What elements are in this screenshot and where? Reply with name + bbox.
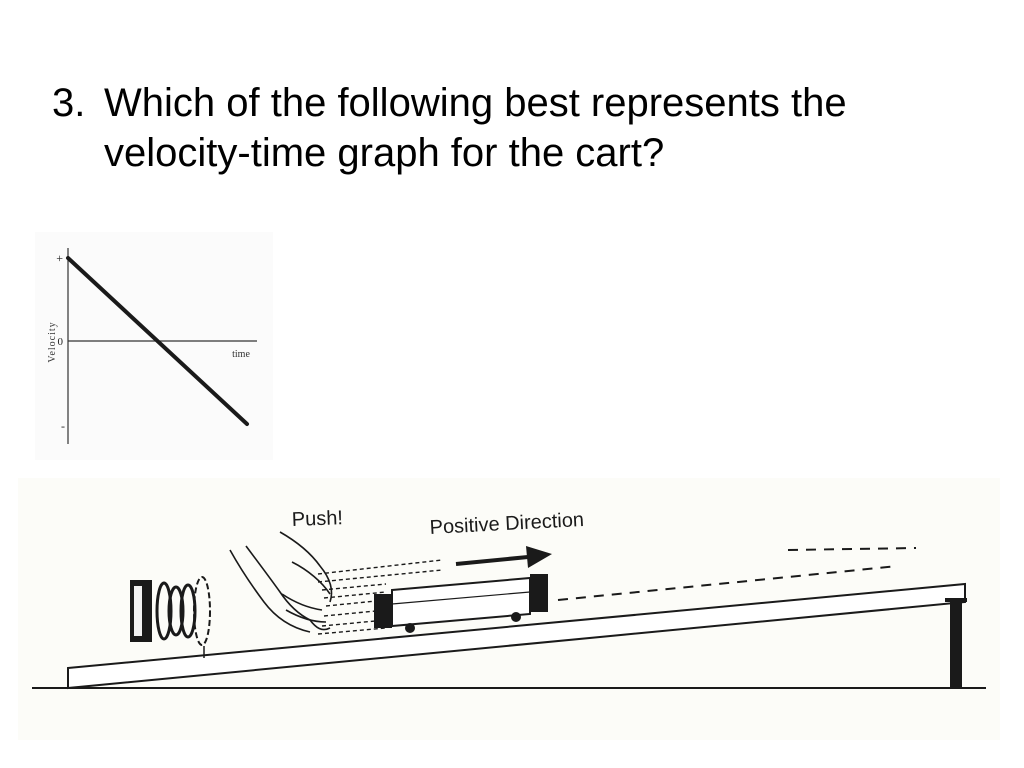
cart-ramp-diagram: Push! Positive Direction	[18, 478, 1000, 740]
bottom-tick-label: -	[61, 419, 65, 433]
question-text: Which of the following best represents t…	[104, 81, 847, 175]
pushing-hand-icon	[229, 531, 333, 633]
zero-tick-label: 0	[58, 336, 64, 348]
positive-direction-arrow	[455, 546, 552, 568]
cart-icon	[374, 574, 548, 633]
motion-detector-icon	[130, 576, 211, 658]
graph-svg: + 0 - Velocity time	[47, 248, 257, 444]
top-tick-label: +	[56, 251, 63, 265]
ramp-support-cap	[945, 598, 967, 602]
x-axis-label: time	[232, 349, 250, 360]
push-label: Push!	[291, 507, 343, 531]
ramp-support-post	[950, 598, 962, 688]
positive-direction-label: Positive Direction	[429, 509, 584, 539]
y-axis-label: Velocity	[47, 321, 58, 362]
velocity-line	[66, 256, 249, 426]
velocity-time-graph: + 0 - Velocity time	[35, 232, 273, 460]
diagram-svg: Push! Positive Direction	[32, 507, 986, 690]
question: 3. Which of the following best represent…	[52, 78, 952, 178]
projected-path	[557, 547, 917, 601]
question-number: 3.	[52, 81, 86, 125]
